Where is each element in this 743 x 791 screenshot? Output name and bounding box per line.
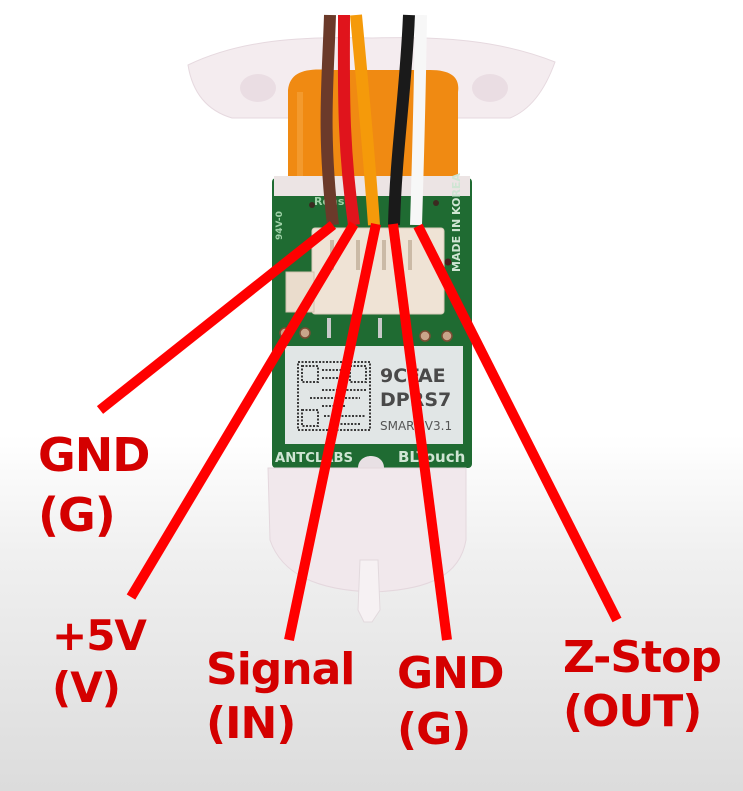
pcb-notch — [358, 456, 384, 468]
wire-black — [388, 14, 415, 226]
label-5v-name: +5V — [52, 611, 147, 660]
id-sticker — [285, 346, 463, 444]
pcb-hole — [433, 200, 439, 206]
pointer-line-zstop — [413, 223, 622, 623]
flange-dimple-right — [472, 74, 508, 102]
label-5v: +5V (V) — [52, 611, 147, 712]
label-zstop: Z-Stop (OUT) — [563, 632, 722, 737]
wire-bundle — [320, 14, 427, 226]
wire-brown — [320, 14, 339, 226]
label-gnd-2-code: (G) — [397, 704, 471, 755]
probe-pin — [357, 559, 381, 623]
wire-white — [410, 14, 427, 226]
label-gnd-1-name: GND — [38, 428, 150, 482]
ul-mark: 94V-0 — [275, 211, 285, 240]
wire-red — [337, 14, 360, 226]
label-gnd-1-code: (G) — [38, 488, 116, 542]
label-signal-name: Signal — [206, 644, 355, 695]
made-in-korea-text: MADE IN KOREA — [450, 173, 463, 272]
label-zstop-name: Z-Stop — [563, 632, 722, 683]
wire-orange — [350, 14, 380, 226]
pcb-hole — [444, 258, 452, 266]
pointer-line-gnd1 — [96, 221, 337, 414]
pointer-line-signal — [284, 222, 381, 642]
label-zstop-code: (OUT) — [563, 686, 702, 737]
label-gnd-2-name: GND — [397, 648, 504, 699]
flange-dimple-left — [240, 74, 276, 102]
label-signal: Signal (IN) — [206, 644, 355, 749]
pointer-line-gnd2 — [388, 223, 452, 641]
model-text: BLTouch — [398, 448, 465, 466]
label-signal-code: (IN) — [206, 698, 296, 749]
pcb-hole — [309, 202, 315, 208]
label-gnd-1: GND (G) — [38, 428, 150, 542]
pointer-lines — [96, 221, 622, 642]
pointer-line-5v — [126, 221, 359, 600]
label-gnd-2: GND (G) — [397, 648, 504, 755]
brand-text: ANTCLABS — [275, 451, 353, 466]
label-5v-code: (V) — [52, 663, 121, 712]
